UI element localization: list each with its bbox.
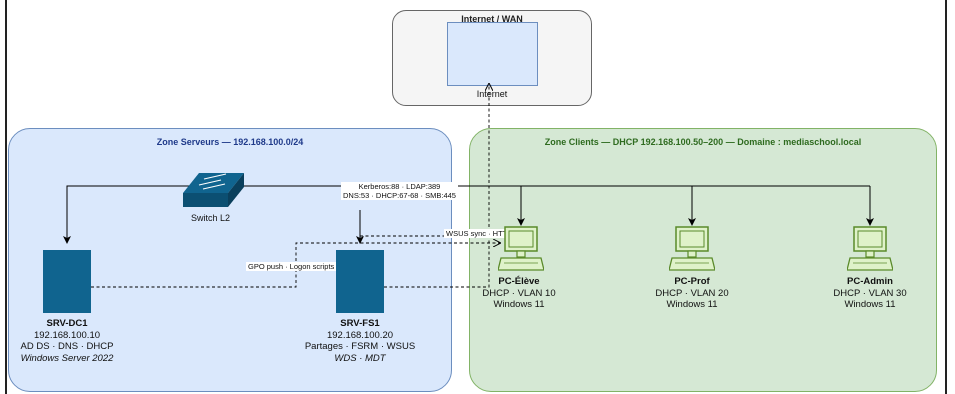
gpo-label: GPO push · Logon scripts bbox=[246, 262, 337, 271]
pc-eleve-net: DHCP · VLAN 10 bbox=[482, 287, 556, 299]
trunk-protocols-line2: DNS:53 · DHCP:67-68 · SMB:445 bbox=[343, 191, 456, 200]
pc-prof-details: PC-Prof DHCP · VLAN 20 Windows 11 bbox=[640, 276, 744, 311]
internet-wan-title: Internet / WAN bbox=[461, 14, 523, 24]
pc-eleve-icon[interactable] bbox=[498, 225, 544, 275]
pc-admin-os: Windows 11 bbox=[844, 299, 896, 310]
frame-right-border bbox=[945, 0, 947, 394]
srv-fs1-os: WDS · MDT bbox=[334, 352, 386, 364]
pc-admin-details: PC-Admin DHCP · VLAN 30 Windows 11 bbox=[818, 276, 922, 311]
srv-fs1-ip: 192.168.100.20 bbox=[326, 329, 394, 341]
internet-label: Internet bbox=[476, 89, 508, 99]
pc-prof-os: Windows 11 bbox=[666, 299, 718, 310]
pc-prof-net: DHCP · VLAN 20 bbox=[655, 287, 729, 299]
pc-eleve-os: Windows 11 bbox=[493, 299, 545, 310]
pc-eleve-name: PC-Élève bbox=[498, 276, 540, 287]
pc-prof-name: PC-Prof bbox=[674, 276, 710, 287]
srv-dc1-ip: 192.168.100.10 bbox=[33, 329, 101, 341]
link-switch-to-dc1 bbox=[63, 185, 190, 244]
switch-label: Switch L2 bbox=[191, 213, 231, 223]
srv-dc1-details: SRV-DC1 192.168.100.10 AD DS · DNS · DHC… bbox=[0, 318, 138, 364]
srv-fs1-icon[interactable] bbox=[336, 250, 384, 313]
srv-dc1-roles: AD DS · DNS · DHCP bbox=[20, 341, 114, 352]
pc-prof-icon[interactable] bbox=[669, 225, 715, 275]
srv-fs1-name: SRV-FS1 bbox=[340, 318, 380, 329]
srv-dc1-icon[interactable] bbox=[43, 250, 91, 313]
srv-dc1-name: SRV-DC1 bbox=[46, 318, 88, 329]
pc-eleve-details: PC-Élève DHCP · VLAN 10 Windows 11 bbox=[467, 276, 571, 311]
link-wsus-sync bbox=[384, 84, 489, 288]
pc-admin-name: PC-Admin bbox=[847, 276, 893, 287]
wsus-label: WSUS sync · HTTPS:443 bbox=[444, 229, 534, 238]
trunk-protocols-label: Kerberos:88 · LDAP:389 DNS:53 · DHCP:67-… bbox=[341, 182, 458, 200]
pc-admin-icon[interactable] bbox=[847, 225, 893, 275]
frame-left-border bbox=[5, 0, 7, 394]
srv-dc1-os: Windows Server 2022 bbox=[20, 352, 114, 364]
client-zone-title: Zone Clients — DHCP 192.168.100.50–200 —… bbox=[544, 137, 862, 147]
srv-fs1-roles: Partages · FSRM · WSUS bbox=[304, 341, 416, 352]
switch-l2-icon bbox=[183, 173, 244, 207]
pc-admin-net: DHCP · VLAN 30 bbox=[833, 287, 907, 299]
srv-fs1-details: SRV-FS1 192.168.100.20 Partages · FSRM ·… bbox=[290, 318, 430, 364]
trunk-protocols-line1: Kerberos:88 · LDAP:389 bbox=[358, 182, 441, 191]
server-zone-title: Zone Serveurs — 192.168.100.0/24 bbox=[156, 137, 304, 147]
